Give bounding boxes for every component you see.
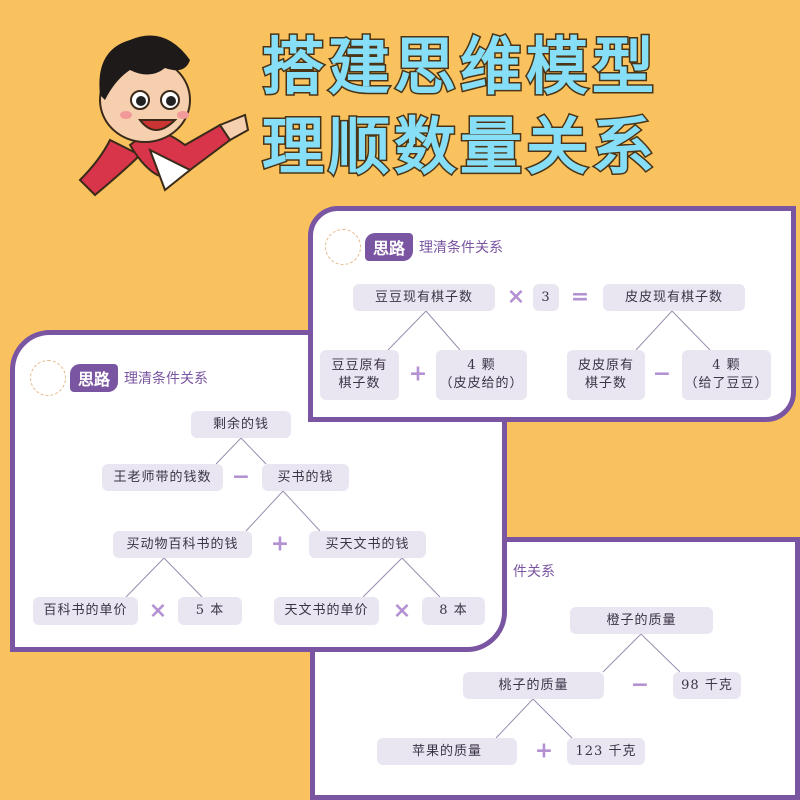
panel-header-text: 理清条件关系	[419, 240, 504, 256]
mascot-boy-illustration	[78, 35, 250, 197]
node-factor-3: 3	[533, 284, 559, 311]
panel-header-text: 理清条件关系	[124, 371, 209, 387]
plus-operator: +	[270, 531, 290, 557]
node-book-money: 买书的钱	[262, 464, 349, 491]
node-4-given-to-doudou: 4 颗 （给了豆豆）	[682, 350, 771, 400]
minus-operator: −	[630, 672, 650, 698]
diagram-panel-remaining-money: 思路 理清条件关系 剩余的钱 王老师带的钱数 − 买书的钱 买动物百科书的钱 +…	[10, 330, 507, 652]
times-operator: ×	[506, 284, 526, 310]
node-astronomy-money: 买天文书的钱	[309, 531, 426, 558]
thinking-badge: 思路	[70, 364, 119, 392]
node-encyclopedia-price: 百科书的单价	[33, 597, 138, 625]
node-peach-weight: 桃子的质量	[463, 672, 604, 699]
book-logo-icon	[30, 360, 66, 396]
node-orange-weight: 橙子的质量	[570, 607, 713, 634]
node-98kg: 98 千克	[673, 672, 741, 699]
node-doudou-original: 豆豆原有 棋子数	[320, 350, 399, 400]
node-pipi-original: 皮皮原有 棋子数	[567, 350, 645, 400]
headline-line-1: 搭建思维模型	[260, 30, 659, 103]
panel-header-text: 件关系	[513, 564, 555, 580]
plus-operator: +	[408, 361, 428, 387]
node-apple-weight: 苹果的质量	[377, 738, 517, 765]
plus-operator: +	[534, 738, 554, 764]
diagram-panel-chess-pieces: 思路 理清条件关系 豆豆现有棋子数 × 3 = 皮皮现有棋子数 豆豆原有 棋子数…	[308, 206, 796, 422]
node-123kg: 123 千克	[567, 738, 645, 765]
headline-line-2: 理顺数量关系	[260, 110, 659, 183]
minus-operator: −	[231, 464, 251, 490]
node-5-books: 5 本	[178, 597, 242, 625]
node-pipi-now: 皮皮现有棋子数	[603, 284, 745, 311]
node-remaining-money: 剩余的钱	[191, 411, 291, 438]
node-4-given-by-pipi: 4 颗 （皮皮给的）	[436, 350, 527, 400]
equals-operator: =	[570, 284, 590, 310]
node-doudou-now: 豆豆现有棋子数	[353, 284, 495, 311]
thinking-badge: 思路	[365, 233, 414, 261]
times-operator: ×	[148, 598, 168, 624]
node-teacher-money: 王老师带的钱数	[102, 464, 223, 491]
book-logo-icon	[325, 229, 361, 265]
times-operator: ×	[392, 598, 412, 624]
minus-operator: −	[652, 361, 672, 387]
node-encyclopedia-money: 买动物百科书的钱	[113, 531, 252, 558]
node-astronomy-price: 天文书的单价	[274, 597, 379, 625]
node-8-books: 8 本	[422, 597, 485, 625]
